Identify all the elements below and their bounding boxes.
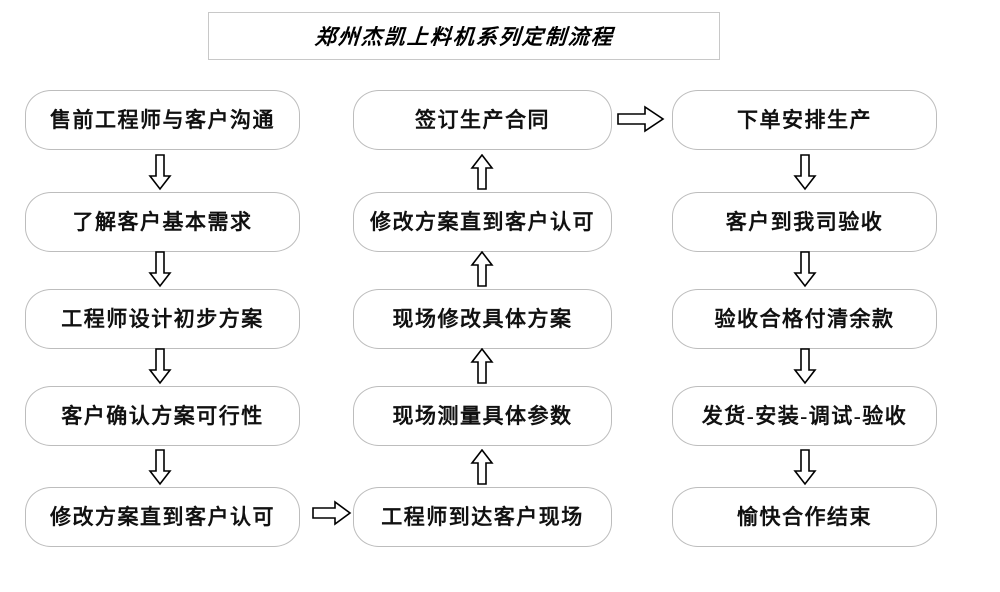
node-pre-sales-communication[interactable]: 售前工程师与客户沟通 — [25, 90, 300, 150]
node-revise-until-approved-mid[interactable]: 修改方案直到客户认可 — [353, 192, 612, 252]
arrow-down-icon — [148, 154, 172, 191]
arrow-down-icon — [148, 449, 172, 486]
arrow-down-icon — [793, 348, 817, 385]
node-label: 下单安排生产 — [737, 107, 872, 132]
node-label: 愉快合作结束 — [737, 504, 872, 529]
diagram-title-box: 郑州杰凯上料机系列定制流程 — [208, 12, 720, 60]
node-label: 售前工程师与客户沟通 — [50, 107, 275, 132]
node-customer-inspection-at-factory[interactable]: 客户到我司验收 — [672, 192, 937, 252]
node-label: 客户确认方案可行性 — [61, 403, 264, 428]
node-label: 发货-安装-调试-验收 — [701, 403, 908, 428]
node-customer-confirm-feasibility[interactable]: 客户确认方案可行性 — [25, 386, 300, 446]
node-cooperation-complete[interactable]: 愉快合作结束 — [672, 487, 937, 547]
page-title: 郑州杰凯上料机系列定制流程 — [313, 25, 615, 49]
node-label: 客户到我司验收 — [725, 209, 884, 234]
node-sign-production-contract[interactable]: 签订生产合同 — [353, 90, 612, 150]
node-place-order-production[interactable]: 下单安排生产 — [672, 90, 937, 150]
arrow-up-icon — [470, 251, 494, 288]
node-engineer-arrives-onsite[interactable]: 工程师到达客户现场 — [353, 487, 612, 547]
node-label: 工程师设计初步方案 — [61, 306, 264, 331]
arrow-down-icon — [148, 348, 172, 385]
node-engineer-initial-design[interactable]: 工程师设计初步方案 — [25, 289, 300, 349]
node-revise-until-approved-left[interactable]: 修改方案直到客户认可 — [25, 487, 300, 547]
node-label: 修改方案直到客户认可 — [370, 209, 595, 234]
node-label: 了解客户基本需求 — [72, 209, 253, 234]
node-understand-requirements[interactable]: 了解客户基本需求 — [25, 192, 300, 252]
node-label: 现场测量具体参数 — [392, 403, 573, 428]
arrow-down-icon — [793, 449, 817, 486]
node-label: 验收合格付清余款 — [714, 306, 895, 331]
arrow-right-icon — [617, 105, 665, 133]
node-pay-balance-after-acceptance[interactable]: 验收合格付清余款 — [672, 289, 937, 349]
node-ship-install-debug-accept[interactable]: 发货-安装-调试-验收 — [672, 386, 937, 446]
arrow-up-icon — [470, 348, 494, 385]
arrow-down-icon — [793, 154, 817, 191]
node-label: 工程师到达客户现场 — [381, 504, 584, 529]
node-label: 签订生产合同 — [415, 107, 550, 132]
node-label: 现场修改具体方案 — [392, 306, 573, 331]
arrow-down-icon — [793, 251, 817, 288]
arrow-up-icon — [470, 449, 494, 486]
arrow-down-icon — [148, 251, 172, 288]
arrow-right-icon — [312, 500, 352, 526]
node-onsite-revise-plan[interactable]: 现场修改具体方案 — [353, 289, 612, 349]
node-onsite-measure-parameters[interactable]: 现场测量具体参数 — [353, 386, 612, 446]
node-label: 修改方案直到客户认可 — [50, 504, 275, 529]
arrow-up-icon — [470, 154, 494, 191]
